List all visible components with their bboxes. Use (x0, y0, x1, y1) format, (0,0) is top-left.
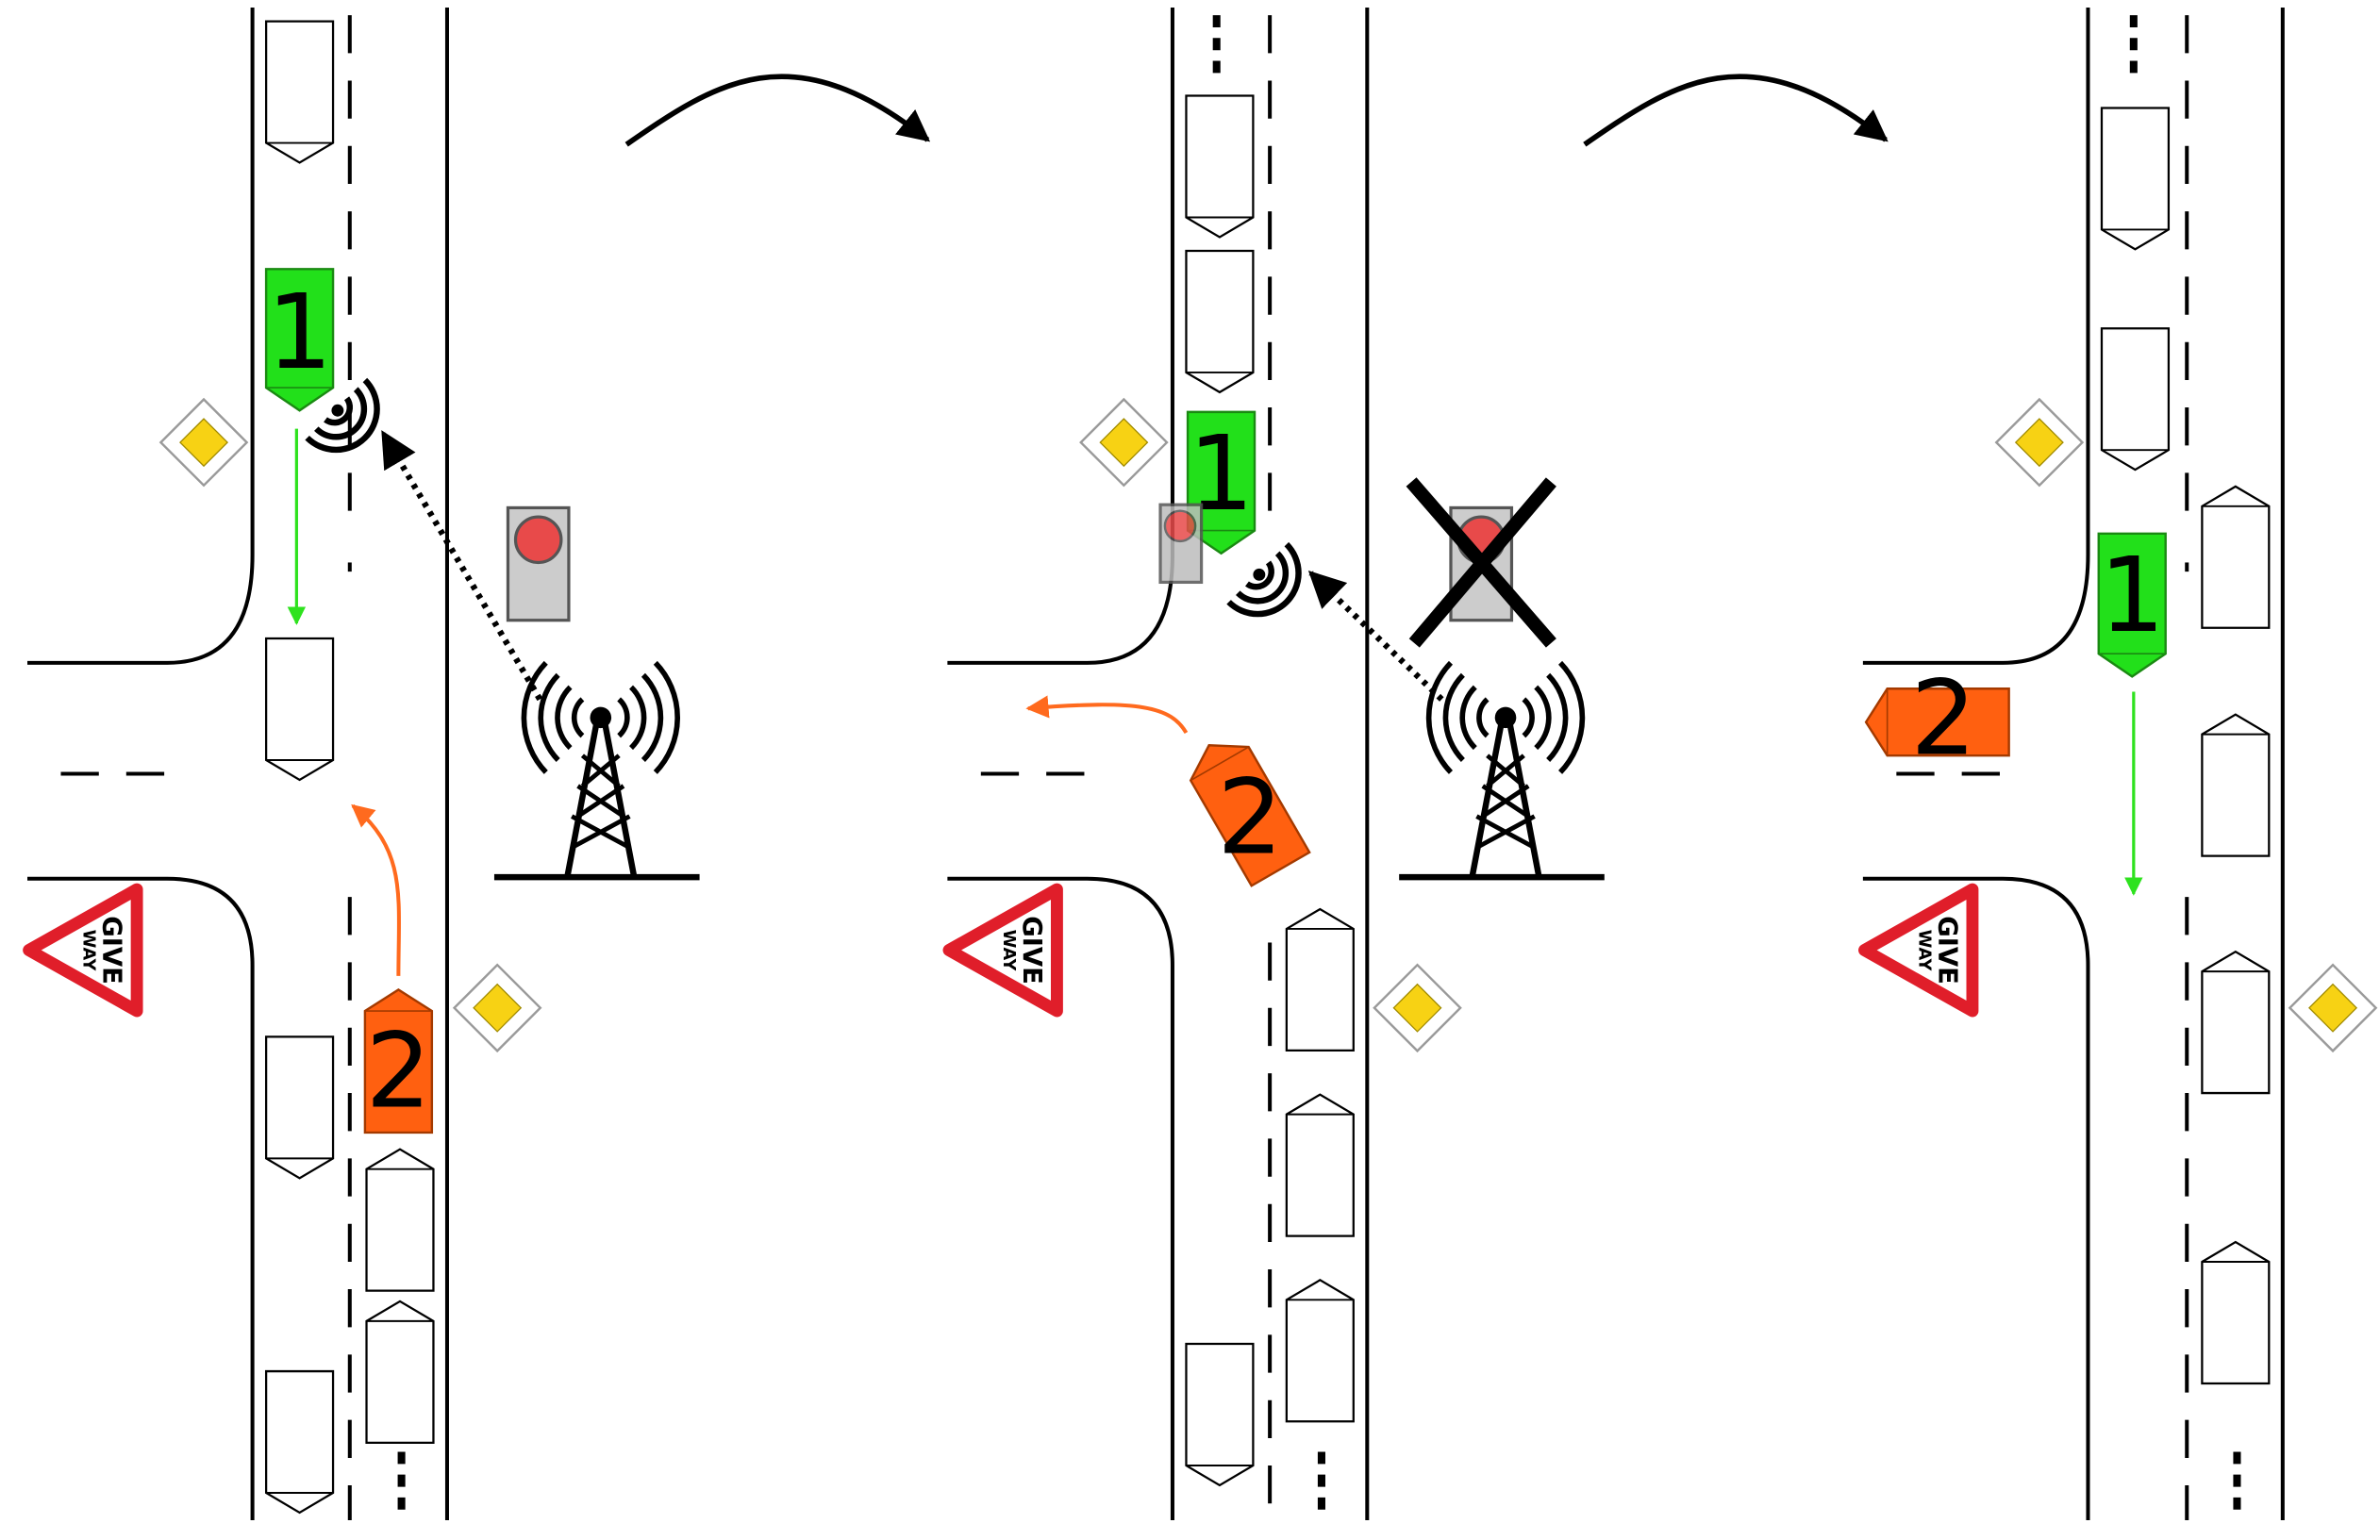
parked-car (1185, 249, 1255, 394)
priority-road-sign-icon (453, 963, 541, 1052)
give-way-text-2: WAY (79, 930, 98, 971)
lane-markings (60, 15, 406, 1521)
parked-car (1185, 94, 1255, 239)
priority-road-sign-icon (159, 398, 248, 487)
road-edges (27, 8, 449, 1521)
vehicle-1: 1 (264, 268, 335, 412)
parked-car (2201, 713, 2271, 857)
parked-car (2201, 485, 2271, 629)
give-way-sign-icon: GIVE WAY (1858, 883, 1979, 1018)
transition-arrow-icon (624, 74, 931, 147)
give-way-text-1: GIVE (1932, 916, 1961, 985)
panel-1: 1 2 GIVE WAY (23, 8, 700, 1521)
panel-2: 1 2 GIVE WAY (942, 8, 1605, 1521)
priority-road-sign-icon (2288, 963, 2377, 1052)
parked-car (1285, 1279, 1355, 1423)
wireless-signal-icon (1229, 544, 1299, 614)
vehicle-2-path (1025, 695, 1189, 735)
vehicle-1-label: 1 (2099, 535, 2165, 655)
vehicle-2-label: 2 (1217, 756, 1283, 877)
parked-car (2201, 1240, 2271, 1385)
give-way-text-1: GIVE (1017, 916, 1046, 985)
give-way-text-1: GIVE (97, 916, 126, 985)
vehicle-1: 1 (2097, 532, 2167, 678)
vehicle-1-label: 1 (267, 272, 333, 392)
give-way-text-2: WAY (999, 930, 1018, 971)
parked-car (264, 637, 335, 782)
road-edges (1862, 8, 2285, 1521)
parked-car (2100, 107, 2171, 251)
parked-car (2201, 951, 2271, 1095)
give-way-sign-icon: GIVE WAY (942, 883, 1063, 1018)
parked-car (264, 1035, 335, 1180)
lane-markings (1896, 15, 2241, 1521)
parked-car (264, 1369, 335, 1515)
traffic-light-icon (506, 505, 571, 622)
radio-tower-icon (1399, 663, 1605, 877)
vehicle-2-label: 2 (366, 1011, 432, 1132)
parked-car (365, 1300, 435, 1444)
vehicle-2-label: 2 (1910, 658, 1976, 779)
lane-markings (980, 15, 1325, 1521)
radio-tower-icon (494, 663, 700, 877)
priority-road-sign-icon (1373, 963, 1462, 1052)
parked-car (1285, 1093, 1355, 1237)
cross-out-icon (1406, 477, 1556, 648)
vehicle-1: 1 (1186, 410, 1257, 555)
priority-road-sign-icon (1079, 398, 1169, 487)
vehicle-2-path (351, 803, 401, 976)
vehicle-2: 2 (363, 988, 434, 1134)
parked-car (365, 1148, 435, 1292)
vehicle-2: 2 (1189, 744, 1311, 887)
v2x-link (380, 430, 543, 702)
parked-car (1285, 907, 1355, 1052)
give-way-text-2: WAY (1915, 930, 1934, 971)
panel-3: 1 2 GIVE WAY (1858, 8, 2377, 1521)
v2x-link (1307, 571, 1444, 702)
parked-car (264, 20, 335, 164)
priority-road-sign-icon (1995, 398, 2084, 487)
parked-car (2100, 327, 2171, 472)
vehicle-2: 2 (1864, 658, 2010, 779)
in-vehicle-traffic-light-icon (1158, 503, 1204, 585)
give-way-sign-icon: GIVE WAY (23, 883, 143, 1018)
transition-arrow-icon (1583, 74, 1889, 147)
parked-car (1185, 1342, 1255, 1487)
